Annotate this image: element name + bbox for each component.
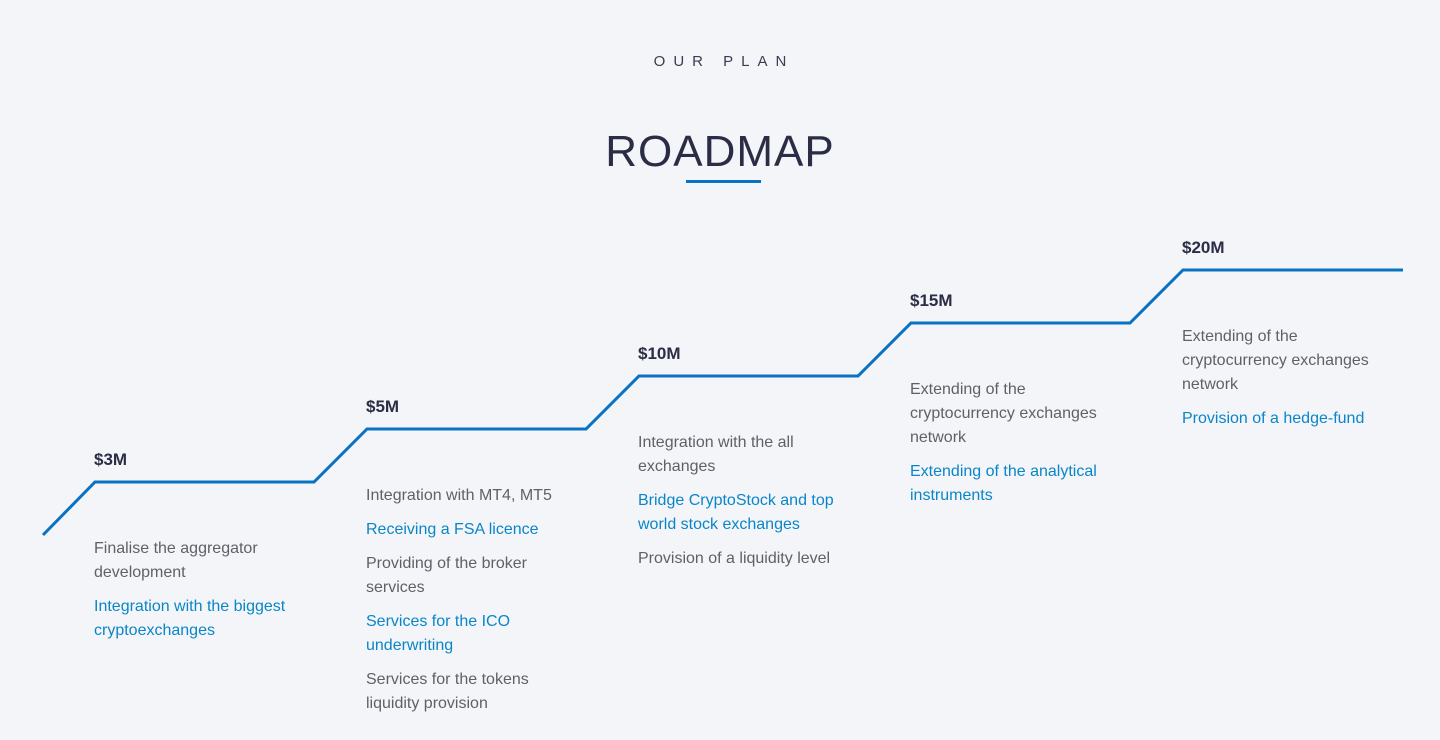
stage-amount: $10M [638,344,681,363]
page-title: ROADMAP [605,127,835,177]
stage-item-highlight: Extending of the analytical instruments [910,463,1097,504]
stage-item: Providing of the broker services [366,555,527,596]
section-kicker: OUR PLAN [653,53,795,70]
stage-amount: $3M [94,450,128,469]
stage-amount: $5M [366,397,400,416]
stage-item-list: Extending of the cryptocurrency exchange… [1182,325,1402,441]
stage-item-highlight: Bridge CryptoStock and top world stock e… [638,492,834,533]
stage-item: Integration with the all exchanges [638,434,794,475]
stage-item: Extending of the cryptocurrency exchange… [910,381,1097,446]
stage-item-highlight: Services for the ICO underwriting [366,613,511,654]
stage-amount: $20M [1182,238,1225,257]
stage-item-list: Extending of the cryptocurrency exchange… [910,378,1130,518]
stage-item-highlight: Integration with the biggest cryptoexcha… [94,598,286,639]
stage-item-highlight: Receiving a FSA licence [366,521,539,538]
roadmap-step-path [41,268,1403,537]
stage-item: Extending of the cryptocurrency exchange… [1182,328,1369,393]
title-underline [686,180,761,183]
stage-item: Finalise the aggregator development [94,540,258,581]
stage-item-highlight: Provision of a hedge-fund [1182,410,1365,427]
stage-item: Services for the tokens liquidity provis… [366,671,529,712]
stage-item: Provision of a liquidity level [638,550,831,567]
stage-item: Integration with MT4, MT5 [366,487,552,504]
stage-amount: $15M [910,291,953,310]
